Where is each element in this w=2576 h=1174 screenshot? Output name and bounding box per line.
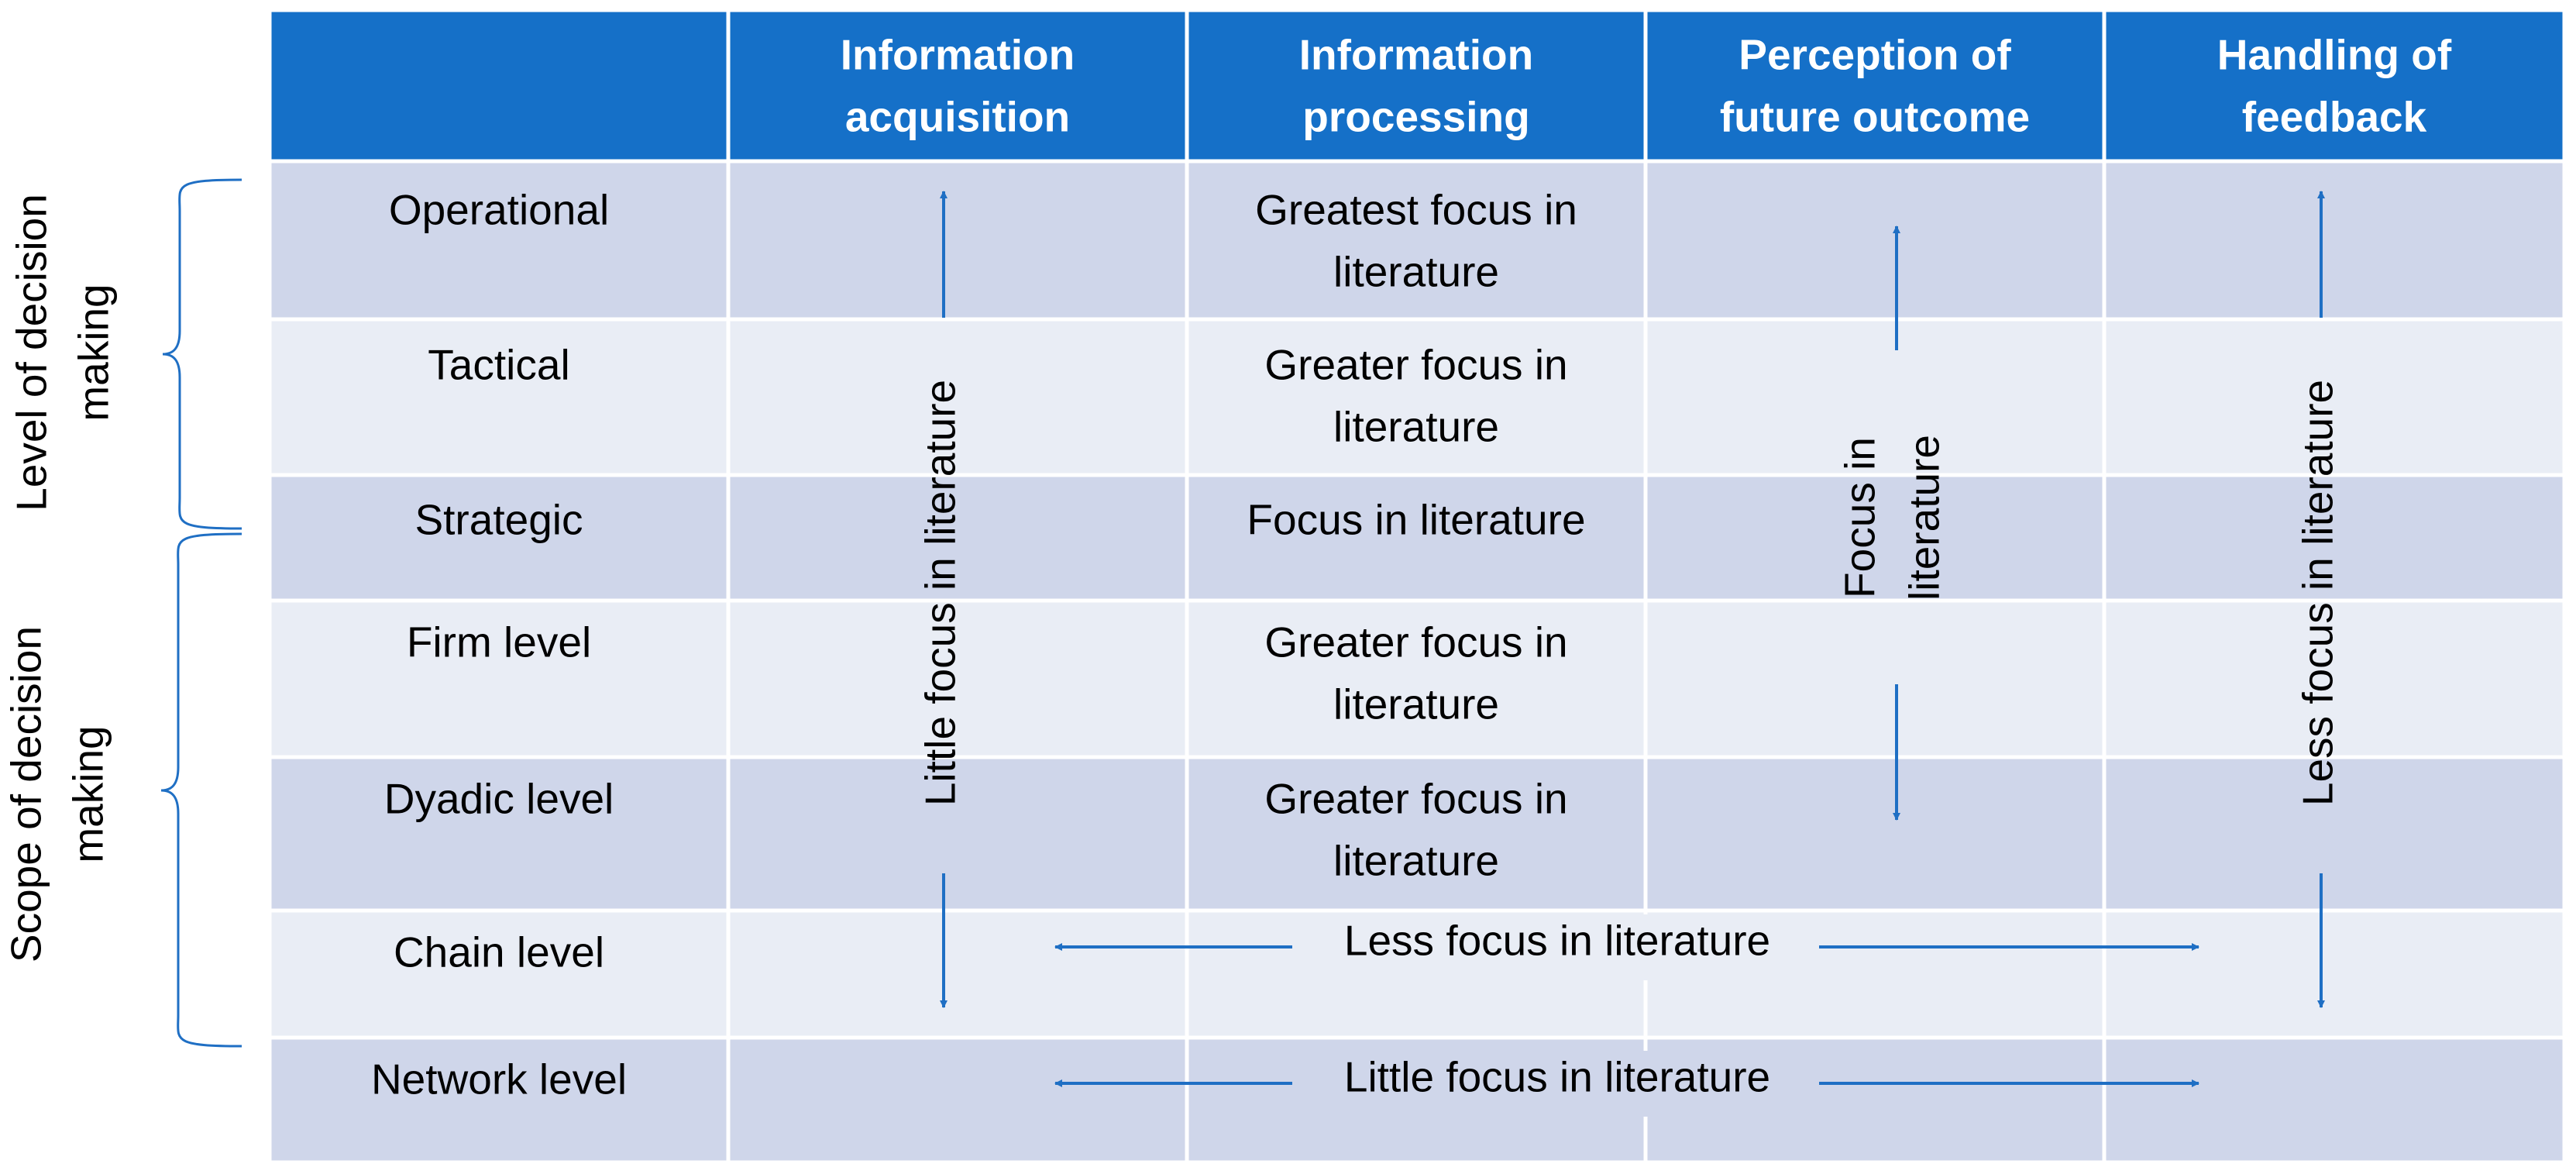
table-cell [1185,598,1648,759]
table-cell [2102,159,2567,322]
table-cell [267,755,731,913]
column-header-line: feedback [2242,93,2427,141]
column-header-line: Information [841,31,1075,79]
column-header-line: processing [1302,93,1529,141]
label-gap [1302,1051,1809,1117]
table-cell [2102,908,2567,1040]
header-cell [2102,8,2567,164]
table-cell [1185,755,1648,913]
table-cell [267,1035,731,1165]
table-cell [726,1035,1189,1165]
scope-brace [160,532,242,1048]
table-cell [2102,317,2567,477]
header-cell [267,8,731,164]
row-label: Tactical [428,341,569,389]
column-header-line: acquisition [845,93,1070,141]
row-label: Firm level [407,618,591,666]
level-brace [162,178,242,530]
table-cell [2102,598,2567,759]
table-cell [1643,755,2107,913]
processing-cell-text: literature [1333,680,1499,728]
header-cell [726,8,1189,164]
table-cell [726,317,1189,477]
table-cell [726,159,1189,322]
scope-group-label-line: making [64,725,112,862]
table-cell [726,908,1189,1040]
table-cell [1185,473,1648,603]
table-cell [1185,159,1648,322]
processing-cell-text: Greatest focus in [1255,186,1577,234]
row-label: Network level [371,1055,627,1103]
processing-cell-text: Greater focus in [1264,341,1567,389]
perception-vertical-label-line: literature [1900,435,1948,601]
processing-cell-text: literature [1333,403,1499,451]
table-cell [1643,317,2107,477]
processing-cell-text: Greater focus in [1264,775,1567,823]
column-header-line: Perception of [1739,31,2011,79]
processing-cell-text: Focus in literature [1247,496,1585,544]
table-cell [726,755,1189,913]
table-cell [2102,1035,2567,1165]
feedback-vertical-label: Less focus in literature [2294,380,2342,806]
table-cell [1643,598,2107,759]
row-label: Strategic [414,496,583,544]
row-label: Operational [389,186,609,234]
label-gap [1302,914,1809,980]
processing-cell-text: literature [1333,837,1499,885]
row-label: Dyadic level [384,775,614,823]
chain-horizontal-label: Less focus in literature [1344,917,1770,965]
table-cell [267,598,731,759]
header-cell [1643,8,2107,164]
acquisition-vertical-label: Little focus in literature [917,380,965,806]
table-cell [267,908,731,1040]
scope-group-label-line: Scope of decision [2,626,50,962]
table-cell [267,473,731,603]
level-group-label-line: Level of decision [8,194,56,511]
level-group-label-line: making [70,284,118,421]
processing-cell-text: literature [1333,248,1499,296]
table-cell [2102,473,2567,603]
column-header-line: Information [1299,31,1533,79]
row-label: Chain level [394,928,604,976]
network-horizontal-label: Little focus in literature [1344,1053,1770,1101]
table-cell [2102,755,2567,913]
column-header-line: future outcome [1720,93,2030,141]
table-cell [726,598,1189,759]
table-cell [1643,159,2107,322]
perception-vertical-label-line: Focus in [1836,437,1884,598]
header-cell [1185,8,1648,164]
processing-cell-text: Greater focus in [1264,618,1567,666]
column-header-line: Handling of [2217,31,2452,79]
